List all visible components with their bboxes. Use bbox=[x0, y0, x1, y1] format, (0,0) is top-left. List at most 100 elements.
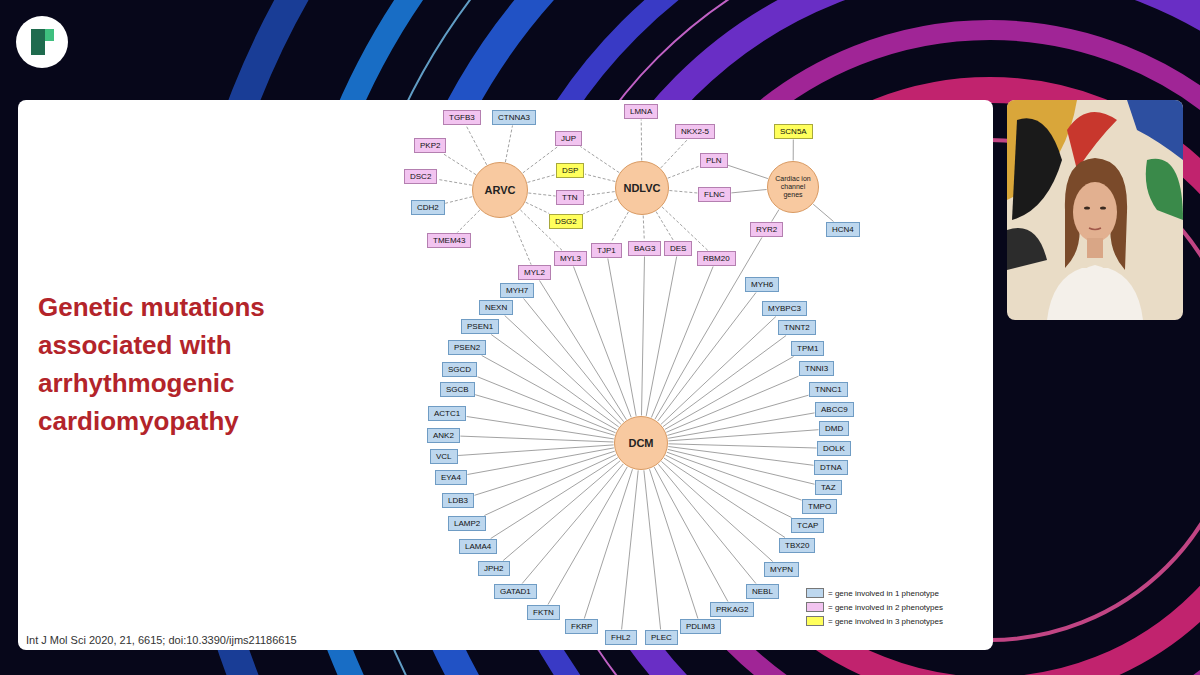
gene-box: FKRP bbox=[565, 619, 598, 634]
connector-line bbox=[467, 448, 614, 475]
gene-box: TTN bbox=[556, 190, 584, 205]
gene-name: LAMP2 bbox=[454, 519, 480, 528]
phenotype-circle: Cardiac ion channel genes bbox=[767, 161, 819, 213]
connector-line bbox=[457, 210, 480, 232]
legend-swatch bbox=[806, 602, 824, 612]
gene-name: ANK2 bbox=[433, 431, 454, 440]
gene-box: MYH6 bbox=[745, 277, 779, 292]
gene-box: TNNI3 bbox=[799, 361, 834, 376]
connector-line bbox=[668, 413, 814, 438]
connector-line bbox=[528, 193, 555, 196]
gene-box: LMNA bbox=[624, 104, 658, 119]
connector-line bbox=[540, 281, 627, 420]
connector-line bbox=[669, 191, 697, 194]
gene-box: ACTC1 bbox=[428, 406, 466, 421]
gene-box: PRKAG2 bbox=[710, 602, 754, 617]
connector-line bbox=[668, 447, 813, 466]
gene-name: HCN4 bbox=[832, 225, 854, 234]
gene-box: HCN4 bbox=[826, 222, 860, 237]
gene-name: RYR2 bbox=[756, 225, 777, 234]
gene-box: NEBL bbox=[746, 584, 779, 599]
gene-name: TCAP bbox=[797, 521, 818, 530]
connector-line bbox=[505, 126, 512, 163]
gene-name: DES bbox=[670, 244, 686, 253]
phenotype-circle: DCM bbox=[614, 416, 668, 470]
gene-box: DTNA bbox=[814, 460, 848, 475]
gene-box: PSEN2 bbox=[448, 340, 486, 355]
gene-box: ABCC9 bbox=[815, 402, 854, 417]
connector-line bbox=[526, 202, 550, 213]
connector-line bbox=[522, 464, 623, 584]
gene-name: NKX2-5 bbox=[681, 127, 709, 136]
gene-name: TTN bbox=[562, 193, 578, 202]
phenotype-label: Cardiac ion channel genes bbox=[772, 175, 814, 199]
connector-line bbox=[491, 458, 618, 539]
connector-line bbox=[524, 299, 624, 422]
gene-box: LAMA4 bbox=[459, 539, 497, 554]
gene-name: FKRP bbox=[571, 622, 592, 631]
gene-box: TAZ bbox=[815, 480, 842, 495]
connector-line bbox=[505, 316, 621, 425]
connector-line bbox=[574, 267, 632, 418]
gene-box: MYPN bbox=[764, 562, 799, 577]
gene-box: PSEN1 bbox=[461, 319, 499, 334]
gene-name: PLN bbox=[706, 156, 722, 165]
gene-name: NEXN bbox=[485, 303, 507, 312]
gene-box: CDH2 bbox=[411, 200, 445, 215]
gene-box: DOLK bbox=[817, 441, 851, 456]
connector-line bbox=[669, 444, 817, 448]
connector-line bbox=[665, 357, 794, 430]
gene-name: DSC2 bbox=[410, 172, 431, 181]
connector-line bbox=[793, 140, 794, 161]
legend-swatch bbox=[806, 616, 824, 626]
connector-line bbox=[651, 267, 713, 418]
gene-box: LAMP2 bbox=[448, 516, 486, 531]
gene-name: SGCD bbox=[448, 365, 471, 374]
gene-box: MYL3 bbox=[554, 251, 587, 266]
connector-line bbox=[548, 467, 627, 605]
gene-box: RBM20 bbox=[697, 251, 736, 266]
gene-box: TCAP bbox=[791, 518, 824, 533]
gene-box: FKTN bbox=[527, 605, 560, 620]
connector-line bbox=[467, 417, 614, 439]
connector-line bbox=[511, 216, 531, 264]
connector-line bbox=[656, 212, 673, 241]
gene-box: TGFB3 bbox=[443, 110, 481, 125]
connector-line bbox=[658, 464, 756, 583]
gene-box: DSG2 bbox=[549, 214, 583, 229]
gene-name: JPH2 bbox=[484, 564, 504, 573]
connector-line bbox=[650, 469, 698, 618]
gene-box: DES bbox=[664, 241, 692, 256]
gene-name: SGCB bbox=[446, 385, 469, 394]
presenter-video bbox=[1007, 100, 1183, 320]
gene-box: SCN5A bbox=[774, 124, 813, 139]
connector-line bbox=[622, 470, 639, 629]
gene-name: PDLIM3 bbox=[686, 622, 715, 631]
gene-box: JUP bbox=[555, 131, 582, 146]
gene-box: DMD bbox=[819, 421, 849, 436]
connector-line bbox=[443, 154, 476, 175]
connector-line bbox=[523, 147, 558, 173]
gene-box: JPH2 bbox=[478, 561, 510, 576]
connector-line bbox=[663, 336, 786, 427]
gene-box: GATAD1 bbox=[494, 584, 537, 599]
connector-line bbox=[466, 126, 487, 165]
slide-title-box: Genetic mutations associated with arrhyt… bbox=[38, 288, 288, 440]
slide-title: Genetic mutations associated with arrhyt… bbox=[38, 288, 288, 440]
gene-name: PKP2 bbox=[420, 141, 440, 150]
gene-box: EYA4 bbox=[435, 470, 467, 485]
connector-line bbox=[643, 216, 644, 241]
gene-box: TMPO bbox=[802, 499, 837, 514]
connector-line bbox=[661, 140, 688, 168]
connector-line bbox=[460, 436, 613, 442]
connector-line bbox=[655, 238, 762, 420]
gene-name: SCN5A bbox=[780, 127, 807, 136]
gene-name: VCL bbox=[436, 452, 452, 461]
gene-name: FLNC bbox=[704, 190, 725, 199]
connector-line bbox=[580, 147, 619, 173]
gene-box: PDLIM3 bbox=[680, 619, 721, 634]
connector-line bbox=[458, 445, 613, 456]
legend-text: = gene involved in 2 phenotypes bbox=[828, 603, 943, 612]
gene-name: TNNC1 bbox=[815, 385, 842, 394]
gene-name: RBM20 bbox=[703, 254, 730, 263]
